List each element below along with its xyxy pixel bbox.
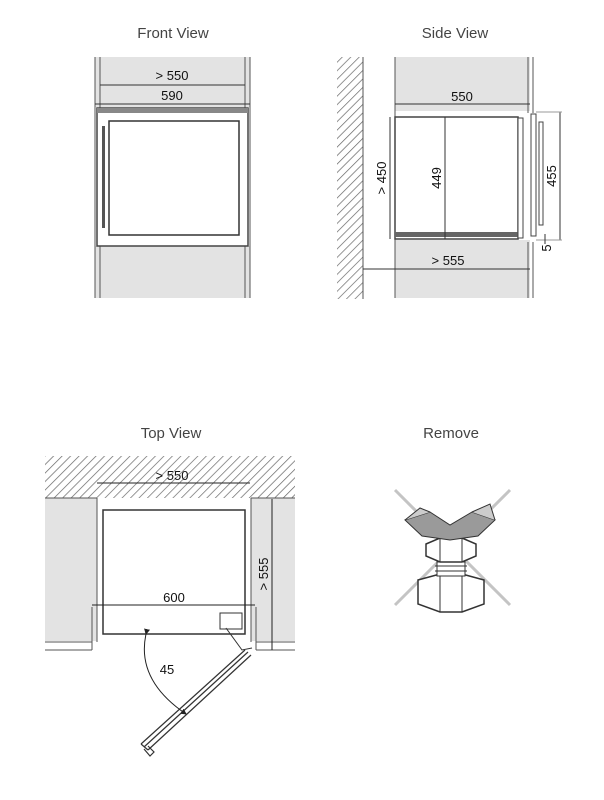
front-dim-inner: > 550: [156, 68, 189, 83]
front-view: [94, 57, 251, 298]
top-dim-width: 600: [163, 590, 185, 605]
front-dim-outer: 590: [161, 88, 183, 103]
side-view: [337, 57, 562, 299]
top-view: [45, 456, 295, 757]
top-door-angle: 45: [160, 662, 174, 677]
side-dim-niche-depth: > 555: [432, 253, 465, 268]
side-dim-depth: 550: [451, 89, 473, 104]
remove-title: Remove: [423, 425, 479, 442]
top-dim-depth: > 555: [256, 558, 271, 591]
front-view-title: Front View: [137, 25, 209, 42]
top-dim-niche-width: > 550: [156, 468, 189, 483]
side-dim-gap: 5: [539, 244, 554, 251]
side-dim-door-height: 455: [544, 165, 559, 187]
side-dim-body-height: 449: [429, 167, 444, 189]
side-dim-niche-height: > 450: [374, 162, 389, 195]
top-view-title: Top View: [140, 425, 202, 442]
remove-foot-illustration: [393, 488, 512, 613]
side-view-title: Side View: [421, 25, 489, 42]
